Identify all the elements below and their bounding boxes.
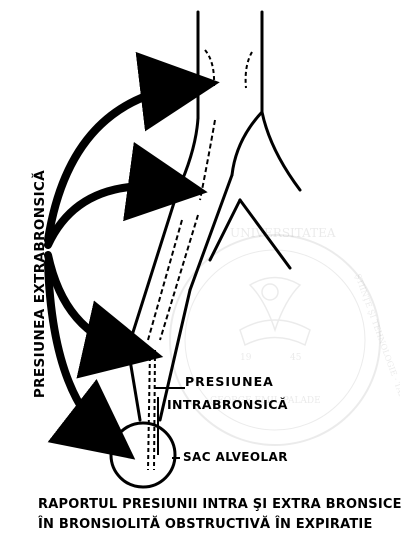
- watermark-year-right: 45: [290, 353, 302, 363]
- watermark-top-text: UNIVERSITATEA: [230, 226, 336, 240]
- bronchiole-lumen-dashes: [148, 350, 155, 470]
- watermark-bottom-text: GEORGE EMIL PALADE: [210, 396, 321, 406]
- trachea-inner-wall: [205, 50, 252, 88]
- alveolar-sac: [111, 423, 175, 487]
- caption-line-2: ÎN BRONSIOLITĂ OBSTRUCTIVĂ ÎN EXPIRATIE: [38, 517, 373, 532]
- extrabronchial-pressure-label: PRESIUNEA EXTRABRONSICĂ: [28, 164, 52, 404]
- trachea: [198, 12, 262, 118]
- pressure-arrow-3: [48, 255, 132, 350]
- caption-line-1: RAPORTUL PRESIUNII INTRA ŞI EXTRA BRONSI…: [38, 497, 402, 512]
- watermark-right-text: ŞTIINŢE ŞI TEHNOLOGIE · TÂRGU MUREŞ: [353, 273, 400, 446]
- pressure-arrow-2: [48, 186, 176, 245]
- watermark-year-left: 19: [240, 353, 252, 363]
- watermark-text: UNIVERSITATEA 19 45 GEORGE EMIL PALADE Ş…: [200, 185, 400, 475]
